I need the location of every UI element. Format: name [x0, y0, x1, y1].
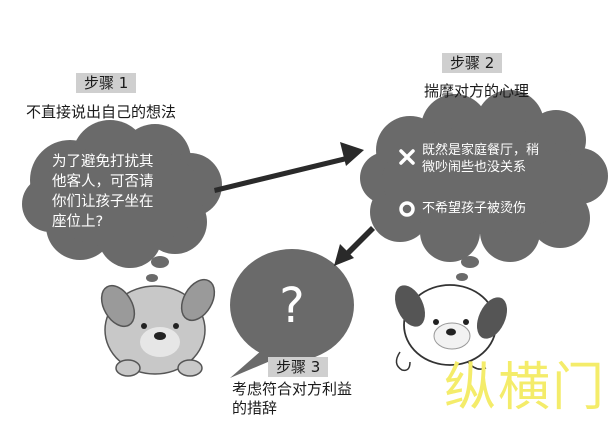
step1-badge: 步骤 1 [76, 73, 137, 93]
step3-badge: 步骤 3 [268, 357, 329, 377]
step2-item-line: 不希望孩子被烫伤 [422, 201, 527, 216]
circle-icon [398, 200, 416, 218]
step1-thought-cloud [22, 120, 222, 268]
step2-item-circle: 不希望孩子被烫伤 [398, 200, 526, 217]
step3-caption: 考虑符合对方利益 的措辞 [232, 380, 352, 418]
arrow-step1-to-step2 [214, 142, 364, 193]
cross-icon [398, 148, 416, 166]
step2-badge: 步骤 2 [442, 53, 503, 73]
step2-thought-dots [456, 256, 479, 281]
step1-bubble-line: 他客人，可否请 [52, 174, 154, 190]
step1-caption: 不直接说出自己的想法 [26, 103, 177, 121]
step1-bubble-line: 为了避免打扰其 [52, 154, 154, 170]
right-dog-illustration [394, 284, 508, 372]
step3-caption-line: 的措辞 [232, 399, 278, 417]
arrow-step2-to-step3 [334, 226, 375, 266]
step1-bubble-line: 你们让孩子坐在 [52, 194, 154, 210]
question-mark: ? [279, 278, 304, 334]
step1-bubble-line: 座位上? [52, 214, 104, 230]
watermark-logo: 纵横门 [443, 358, 606, 418]
step2-item-cross: 既然是家庭餐厅，稍 微吵闹些也没关系 [398, 142, 539, 176]
step3-caption-line: 考虑符合对方利益 [232, 380, 353, 398]
step2-item-line: 微吵闹些也没关系 [422, 160, 527, 175]
step2-thought-cloud [360, 90, 608, 262]
step1-thought-dots [146, 256, 169, 282]
left-dog-illustration [100, 278, 216, 377]
step2-item-line: 既然是家庭餐厅，稍 [422, 143, 540, 158]
step2-caption: 揣摩对方的心理 [424, 82, 530, 100]
step1-bubble-text: 为了避免打扰其 他客人，可否请 你们让孩子坐在 座位上? [52, 152, 154, 232]
